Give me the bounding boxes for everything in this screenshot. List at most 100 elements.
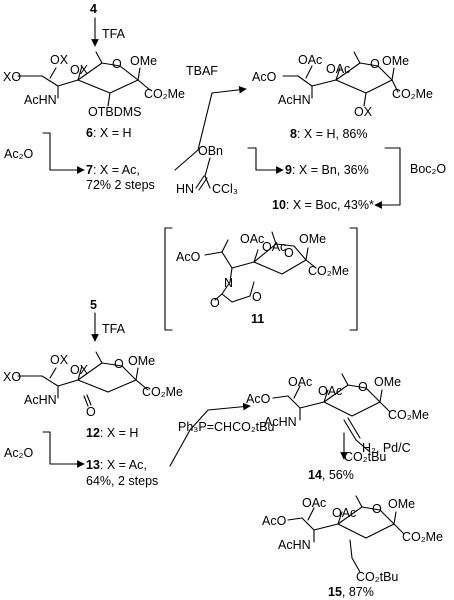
compound-9-x: : X = Bn, 36% — [291, 163, 369, 177]
s1-achn: AcHN — [24, 93, 57, 107]
s6-oac-2: OAc — [332, 506, 357, 520]
s5-oac-2: OAc — [318, 384, 343, 398]
compound-13-line: 13: X = Ac, — [86, 458, 147, 472]
s2-achn: AcHN — [278, 93, 311, 107]
reagent-hn: HN — [176, 182, 195, 196]
compound-7-yield: 72% 2 steps — [86, 178, 155, 192]
s2-oac-1: OAc — [298, 53, 323, 67]
brackets-11 — [164, 227, 358, 331]
s4-xo: XO — [3, 370, 22, 384]
compound-15-line: 15, 87% — [328, 585, 374, 599]
s3-ox-o: O — [252, 290, 262, 304]
s4-ring-o: O — [114, 357, 124, 371]
compound-8-x: : X = H, 86% — [296, 127, 368, 141]
compound-4-label: 4 — [90, 2, 97, 16]
s3-aco: AcO — [176, 250, 201, 264]
s2-oac-2: OAc — [326, 62, 351, 76]
s2-ome: OMe — [382, 54, 410, 68]
s3-ome: OMe — [299, 232, 327, 246]
compound-9-line: 9: X = Bn, 36% — [285, 163, 369, 177]
reaction-arrows — [42, 17, 401, 468]
compound-7-x: : X = Ac, — [92, 163, 140, 177]
compound-13-x: : X = Ac, — [99, 458, 147, 472]
s3-ring-o: O — [284, 246, 294, 260]
compound-13-label: 13 — [86, 458, 100, 472]
reagent-ac2o-2: Ac₂O — [4, 446, 34, 460]
compound-8-line: 8: X = H, 86% — [290, 127, 367, 141]
structure-14 — [272, 373, 391, 453]
compound-8-label: 8 — [290, 127, 297, 141]
s6-co2tbu: CO₂tBu — [356, 570, 399, 584]
s6-ome: OMe — [388, 497, 416, 511]
s3-co2me: CO₂Me — [308, 264, 349, 278]
s2-aco: AcO — [252, 70, 277, 84]
s2-co2me: CO₂Me — [392, 87, 433, 101]
reagent-obn: OBn — [198, 144, 224, 158]
compound-14-label: 14 — [308, 468, 322, 482]
s4-achn: AcHN — [24, 393, 57, 407]
s3-oac-1: OAc — [240, 232, 265, 246]
compound-6-line: 6: X = H — [86, 126, 132, 140]
s6-ring-o: O — [372, 502, 382, 516]
s2-ring-o: O — [370, 57, 380, 71]
s4-ome: OMe — [128, 354, 156, 368]
s1-ome: OMe — [130, 54, 158, 68]
structure-8-10 — [282, 51, 399, 107]
s1-co2me: CO₂Me — [144, 87, 185, 101]
compound-15-label: 15 — [328, 585, 342, 599]
s3-n: N — [224, 276, 234, 290]
s4-ox-2: OX — [70, 363, 89, 377]
s3-oac-2: OAc — [262, 240, 287, 254]
s6-oac-1: OAc — [302, 496, 327, 510]
structure-6-7 — [17, 51, 151, 107]
s1-ox-2: OX — [70, 63, 89, 77]
compound-12-label: 12 — [86, 426, 100, 440]
reagent-wittig: Ph₃P=CHCO₂tBu — [178, 420, 275, 434]
s6-achn: AcHN — [278, 538, 311, 552]
compound-14-yield: , 56% — [321, 468, 354, 482]
compound-15-yield: , 87% — [341, 585, 374, 599]
s5-aco: AcO — [246, 392, 271, 406]
compound-10-line: 10: X = Boc, 43%* — [272, 198, 374, 212]
compound-12-x: : X = H — [99, 426, 139, 440]
s1-otbdms: OTBDMS — [88, 105, 142, 119]
compound-13-yield: 64%, 2 steps — [86, 474, 159, 488]
structure-11 — [204, 231, 317, 303]
compound-6-x: : X = H — [92, 126, 132, 140]
s1-ox-1: OX — [50, 53, 69, 67]
reagent-tbaf: TBAF — [186, 64, 218, 78]
s5-ring-o: O — [358, 380, 368, 394]
structure-15 — [287, 495, 405, 573]
s4-keto-o: O — [86, 405, 96, 419]
s1-xo: XO — [3, 70, 22, 84]
compound-7-line: 7: X = Ac, — [86, 163, 140, 177]
compound-5-label: 5 — [90, 298, 97, 312]
s5-oac-1: OAc — [288, 375, 313, 389]
compound-10-x: : X = Boc, 43%* — [285, 198, 374, 212]
s4-ox-1: OX — [50, 353, 69, 367]
s6-co2me: CO₂Me — [402, 530, 443, 544]
s3-carbonyl-o: O — [210, 296, 220, 310]
compound-6-label: 6 — [86, 126, 93, 140]
reagent-h2-pdc: H₂, Pd/C — [362, 441, 411, 455]
s4-co2me: CO₂Me — [142, 385, 183, 399]
compound-10-label: 10 — [272, 198, 286, 212]
s5-ome: OMe — [374, 375, 402, 389]
reagent-boc2o: Boc₂O — [410, 162, 447, 176]
s2-ox: OX — [354, 105, 373, 119]
s5-co2me: CO₂Me — [388, 408, 429, 422]
structure-12-13 — [17, 351, 149, 407]
compound-11-label: 11 — [251, 312, 265, 326]
compound-7-label: 7 — [86, 163, 93, 177]
compound-12-line: 12: X = H — [86, 426, 138, 440]
s5-co2tbu: CO₂tBu — [344, 450, 387, 464]
s5-achn: AcHN — [264, 415, 297, 429]
compound-9-label: 9 — [285, 163, 292, 177]
s1-ring-o: O — [112, 57, 122, 71]
s6-aco: AcO — [262, 514, 287, 528]
reagent-tfa-2: TFA — [102, 322, 125, 336]
reagent-ccl3: CCl₃ — [212, 182, 238, 196]
